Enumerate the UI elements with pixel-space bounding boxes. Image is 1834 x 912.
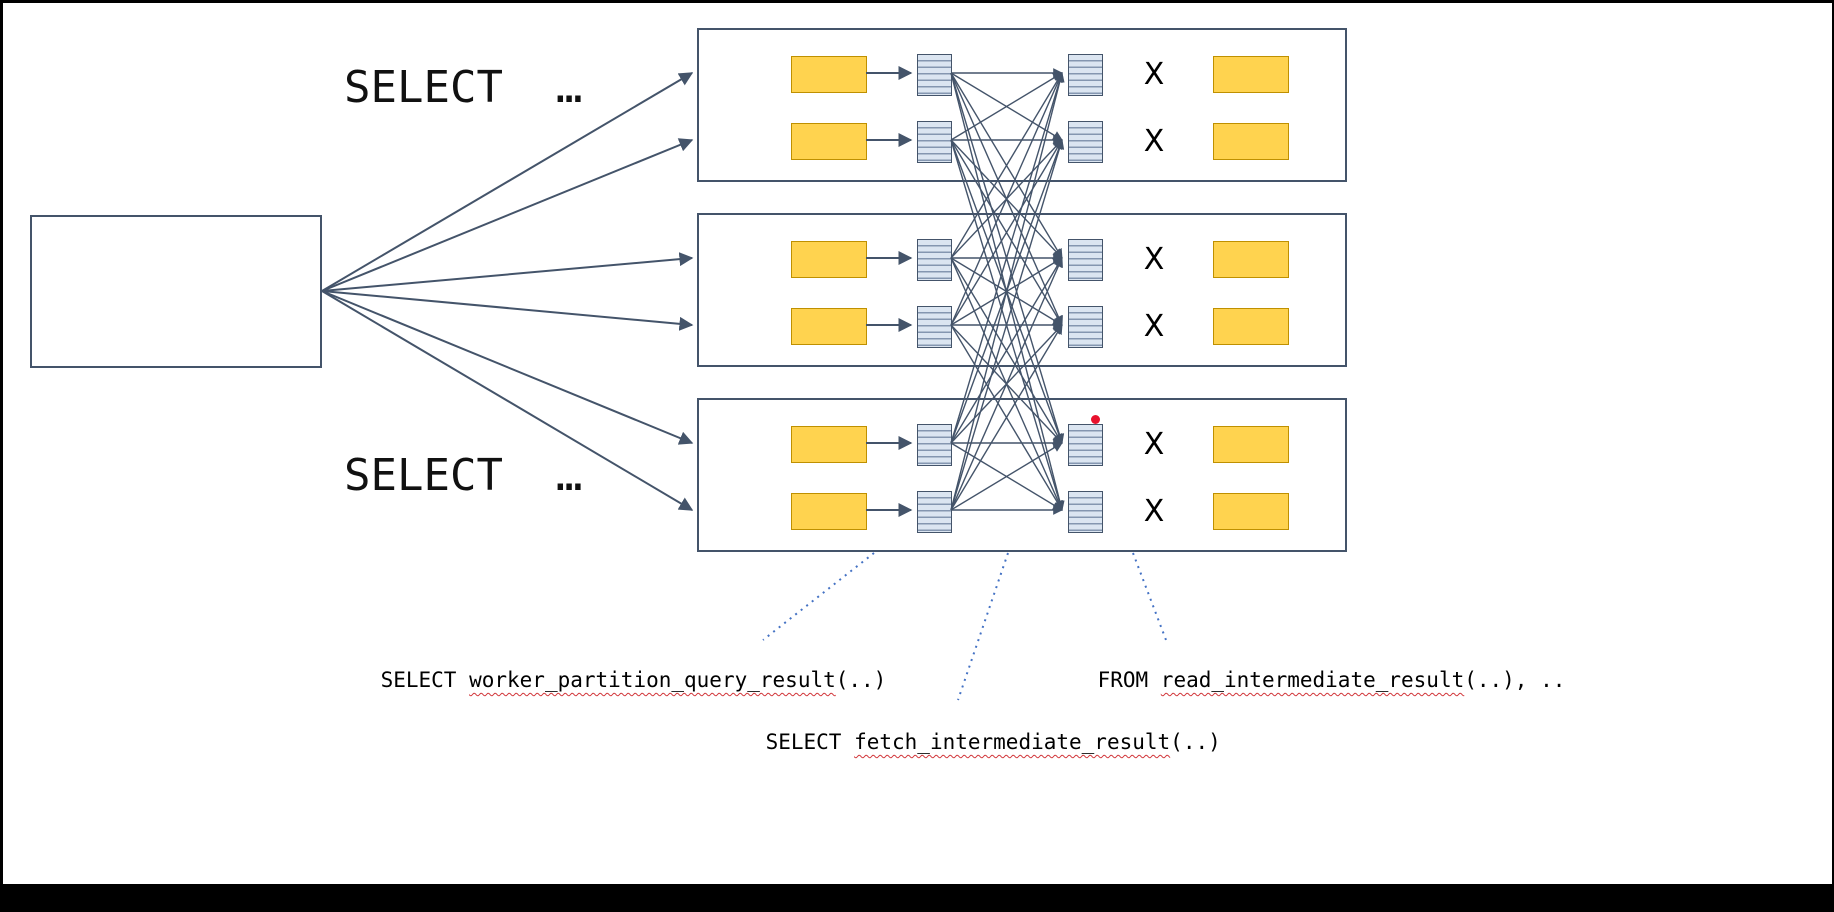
fetched-intermediate-result-stack-icon <box>1068 121 1103 163</box>
shard-rect <box>1213 426 1289 463</box>
shard-rect <box>791 241 867 278</box>
worker-node-box-3: X X <box>697 398 1347 552</box>
partitioned-result-stack-icon <box>917 121 952 163</box>
partitioned-result-stack-icon <box>917 54 952 96</box>
fetched-intermediate-result-stack-icon <box>1068 54 1103 96</box>
shard-rect <box>791 493 867 530</box>
join-x-label: X <box>1143 494 1165 529</box>
partitioned-result-stack-icon <box>917 491 952 533</box>
shard-rect <box>791 56 867 93</box>
fetched-intermediate-result-stack-icon <box>1068 424 1103 466</box>
sql-function-name: read_intermediate_result <box>1160 668 1465 692</box>
partitioned-result-stack-icon <box>917 239 952 281</box>
sql-args: (..) <box>835 668 887 692</box>
sql-args: (..), .. <box>1464 668 1566 692</box>
shard-rect <box>791 123 867 160</box>
red-laser-dot <box>1091 415 1100 424</box>
partitioned-result-stack-icon <box>917 306 952 348</box>
slide-border-left <box>0 0 3 912</box>
sql-keyword: SELECT <box>380 668 470 692</box>
coord-arrow <box>321 138 694 292</box>
coord-arrow <box>321 290 694 331</box>
callout-line <box>957 552 1009 701</box>
annotation-fetch-intermediate: SELECT fetch_intermediate_result(..) <box>715 706 1221 778</box>
join-x-label: X <box>1143 124 1165 159</box>
shard-rect <box>1213 241 1289 278</box>
shard-rect <box>1213 308 1289 345</box>
annotation-partition-query: SELECT worker_partition_query_result(..) <box>330 644 887 716</box>
shard-rect <box>791 426 867 463</box>
coordinator-fanout-arrows <box>321 72 694 511</box>
coordinator-box <box>30 215 322 368</box>
join-x-label: X <box>1143 309 1165 344</box>
callout-line <box>762 552 875 641</box>
sql-function-name: fetch_intermediate_result <box>854 730 1171 754</box>
sql-function-name: worker_partition_query_result <box>469 668 836 692</box>
worker-node-box-2: X X <box>697 213 1347 367</box>
partitioned-result-stack-icon <box>917 424 952 466</box>
coord-arrow <box>321 290 694 445</box>
fetched-intermediate-result-stack-icon <box>1068 491 1103 533</box>
coord-arrow <box>321 252 694 292</box>
worker-node-box-1: X X <box>697 28 1347 182</box>
slide-border-right <box>1832 0 1834 912</box>
slide-border-top <box>0 0 1834 3</box>
fetched-intermediate-result-stack-icon <box>1068 306 1103 348</box>
fetched-intermediate-result-stack-icon <box>1068 239 1103 281</box>
sql-keyword: FROM <box>1097 668 1161 692</box>
select-query-label-bottom: SELECT … <box>344 450 583 501</box>
shard-rect <box>1213 56 1289 93</box>
sql-keyword: SELECT <box>765 730 855 754</box>
select-query-label-top: SELECT … <box>344 62 583 113</box>
shard-rect <box>791 308 867 345</box>
shard-rect <box>1213 123 1289 160</box>
shard-rect <box>1213 493 1289 530</box>
join-x-label: X <box>1143 242 1165 277</box>
join-x-label: X <box>1143 427 1165 462</box>
slide-border-bottom <box>0 884 1834 912</box>
sql-args: (..) <box>1170 730 1221 754</box>
callout-line <box>1132 552 1167 641</box>
join-x-label: X <box>1143 57 1165 92</box>
annotation-read-intermediate: FROM read_intermediate_result(..), .. <box>1047 644 1566 716</box>
